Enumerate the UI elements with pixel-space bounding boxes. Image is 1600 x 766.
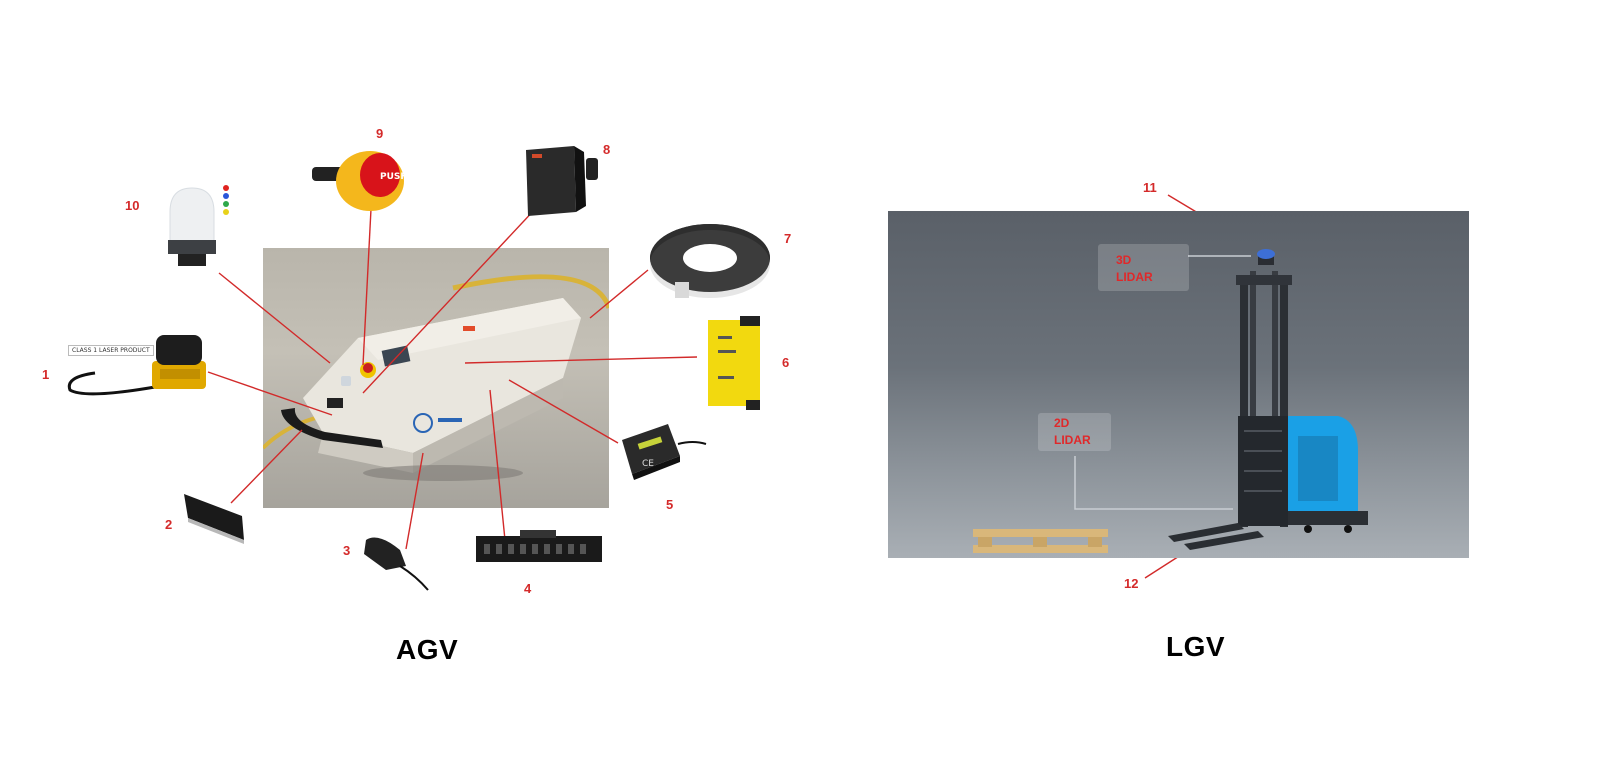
lidar-2d-box: 2D LIDAR [1038,413,1111,451]
laser-warning-label: CLASS 1 LASER PRODUCT [68,345,154,356]
label-2: 2 [165,517,173,532]
lidar-3d-line1: 3D [1116,253,1132,267]
signal-dot-green [223,201,229,207]
label-12: 12 [1124,576,1139,591]
signal-light-tower [168,185,229,266]
label-8: 8 [603,142,611,157]
label-10: 10 [125,198,140,213]
lidar-2d-line2: LIDAR [1054,433,1091,447]
signal-dot-red [223,185,229,191]
label-3: 3 [343,543,351,558]
emergency-stop-button: PUSH [312,151,408,211]
label-4: 4 [524,581,532,596]
agv-photo [263,248,609,508]
label-7: 7 [784,231,792,246]
label-11: 11 [1143,180,1157,195]
obstacle-sensor [526,146,598,216]
label-6: 6 [782,355,790,370]
push-text: PUSH [380,172,408,182]
magnetic-tape-roll [650,224,770,298]
lgv-caption: LGV [1166,631,1226,662]
safety-relay [708,316,760,410]
label-5: 5 [666,497,674,512]
magnetic-sensor [364,537,429,591]
signal-dot-blue [223,193,229,199]
magnetic-guide-sensor [476,530,602,562]
svg-text:CE: CE [642,459,654,469]
safety-bumper [184,494,244,544]
label-9: 9 [376,126,384,141]
safety-laser-scanner [67,335,206,396]
lgv-scene: 3D LIDAR 2D LIDAR [888,211,1469,558]
lidar-3d-box: 3D LIDAR [1098,244,1189,291]
label-1: 1 [42,367,50,382]
lidar-3d-line2: LIDAR [1116,270,1153,284]
agv-caption: AGV [396,634,459,665]
position-sensor: CE [622,424,707,480]
signal-dot-yellow [223,209,229,215]
lidar-2d-line1: 2D [1054,416,1070,430]
